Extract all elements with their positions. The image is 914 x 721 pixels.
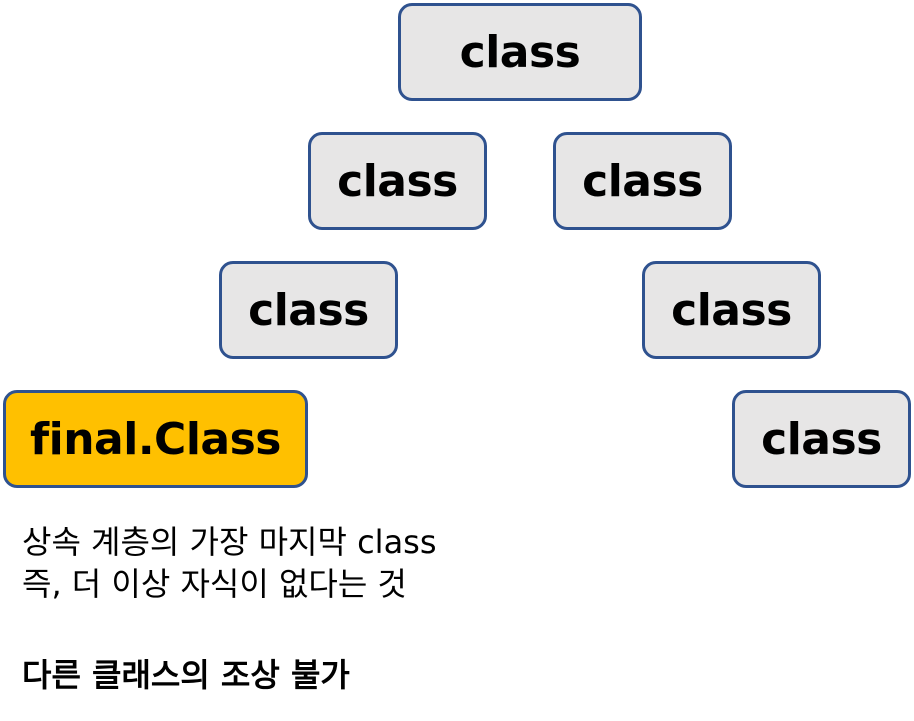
- final-class-node: final.Class: [3, 390, 308, 488]
- class-node-level3-left: class: [219, 261, 398, 359]
- note-text: 다른 클래스의 조상 불가: [22, 656, 350, 694]
- class-node-level2-left: class: [308, 132, 487, 230]
- description-line-2: 즉, 더 이상 자식이 없다는 것: [22, 565, 407, 603]
- class-node-level3-right: class: [642, 261, 821, 359]
- description-line-1: 상속 계층의 가장 마지막 class: [22, 523, 437, 561]
- class-node-level4-right: class: [732, 390, 911, 488]
- class-node-level2-right: class: [553, 132, 732, 230]
- class-node-root: class: [398, 3, 642, 101]
